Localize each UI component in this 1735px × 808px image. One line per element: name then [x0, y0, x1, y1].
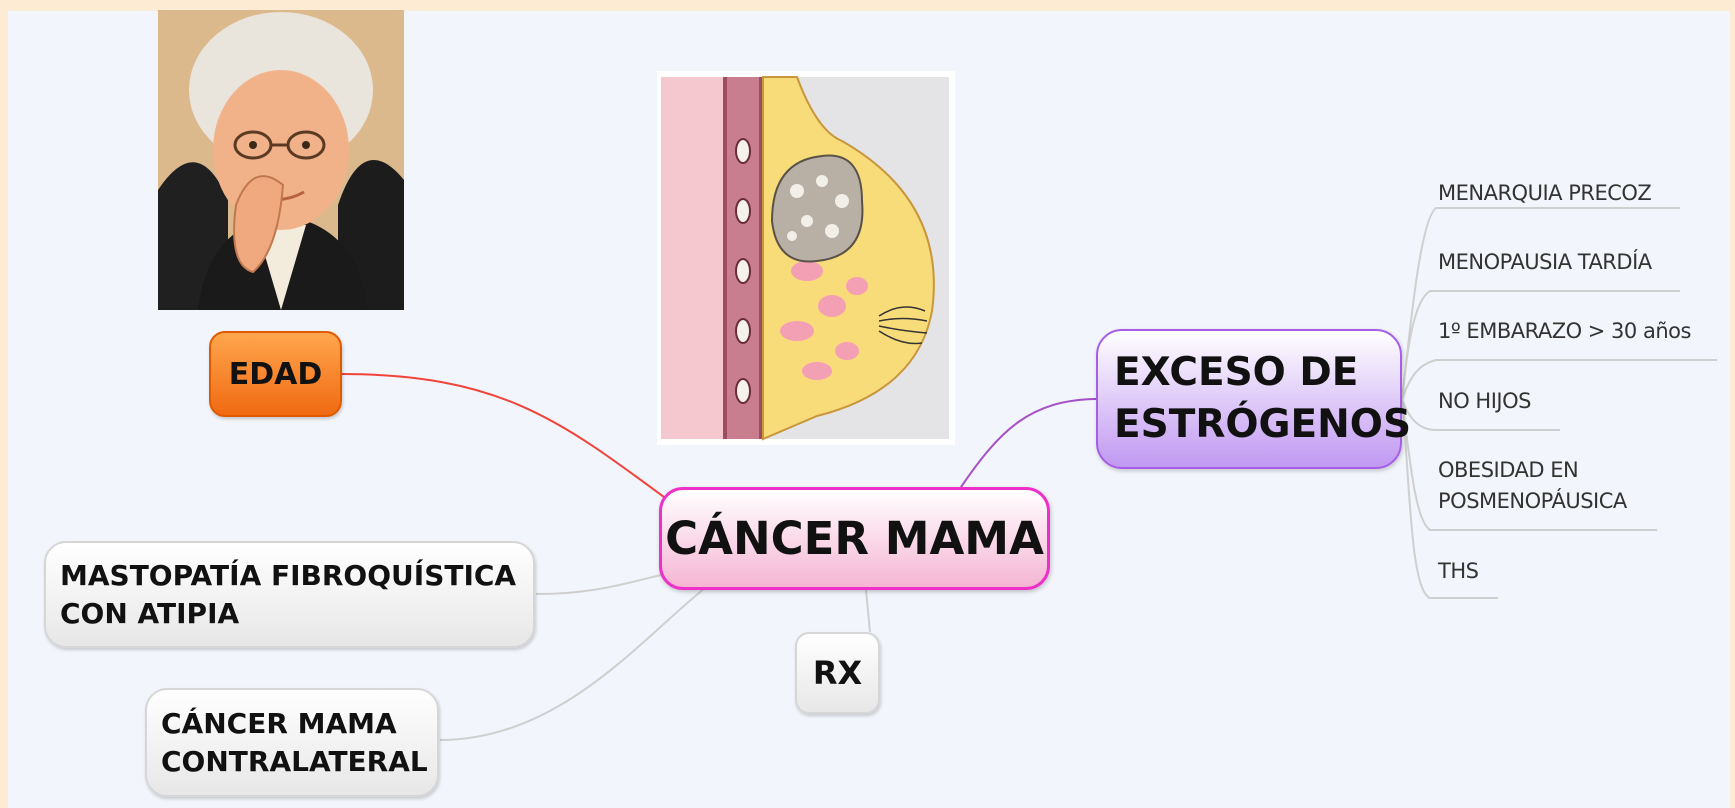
- node-contralateral-label: CÁNCER MAMA CONTRALATERAL: [161, 705, 428, 781]
- node-estrogenos-label: EXCESO DE ESTRÓGENOS: [1114, 347, 1411, 451]
- node-cancer-mama-contralateral[interactable]: CÁNCER MAMA CONTRALATERAL: [145, 688, 439, 797]
- node-rx-label: RX: [813, 654, 862, 692]
- central-node[interactable]: CÁNCER MAMA: [659, 487, 1050, 590]
- subitem-no-hijos[interactable]: NO HIJOS: [1438, 386, 1531, 417]
- subitem-menarquia-precoz[interactable]: MENARQUIA PRECOZ: [1438, 178, 1651, 209]
- subitem-menopausia-tardia[interactable]: MENOPAUSIA TARDÍA: [1438, 247, 1652, 278]
- subitem-ths[interactable]: THS: [1438, 556, 1478, 587]
- node-edad[interactable]: EDAD: [209, 331, 342, 417]
- node-rx[interactable]: RX: [795, 632, 880, 714]
- subitem-primer-embarazo[interactable]: 1º EMBARAZO > 30 años: [1438, 316, 1691, 347]
- node-mastopatia-label: MASTOPATÍA FIBROQUÍSTICA CON ATIPIA: [60, 557, 516, 633]
- central-node-label: CÁNCER MAMA: [665, 512, 1044, 565]
- link-rx: [866, 590, 870, 632]
- link-estrogenos: [961, 399, 1096, 487]
- link-mastopatia: [536, 574, 665, 594]
- elderly-woman-image: [158, 10, 404, 310]
- breast-anatomy-image: [657, 71, 955, 445]
- node-mastopatia-fibroquistica[interactable]: MASTOPATÍA FIBROQUÍSTICA CON ATIPIA: [44, 541, 535, 648]
- node-edad-label: EDAD: [229, 357, 323, 392]
- subitem-obesidad-posmenopausica[interactable]: OBESIDAD EN POSMENOPÁUSICA: [1438, 455, 1627, 517]
- node-exceso-estrogenos[interactable]: EXCESO DE ESTRÓGENOS: [1096, 329, 1402, 469]
- link-edad: [340, 374, 668, 500]
